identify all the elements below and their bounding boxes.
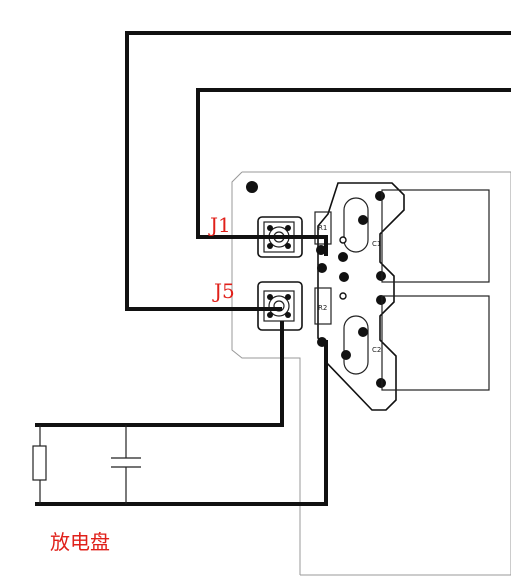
- discharge-resistor: [32, 425, 47, 504]
- svg-text:C2: C2: [372, 346, 381, 354]
- mounting-hole: [246, 181, 258, 193]
- label-discharge-plate: 放电盘: [50, 530, 110, 554]
- svg-text:R1: R1: [318, 224, 327, 232]
- load-wire-bottom: [35, 340, 328, 506]
- board-capacitor-top: C1: [372, 189, 490, 283]
- label-j5: J5: [212, 279, 235, 303]
- discharge-capacitor: [111, 425, 141, 504]
- board-capacitor-bottom: C2: [372, 295, 490, 391]
- load-wire-top: [35, 321, 284, 427]
- label-j1: J1: [208, 213, 231, 237]
- slot-pad-lower: [343, 315, 369, 375]
- slot-pad-upper: [343, 197, 369, 253]
- svg-text:R2: R2: [318, 304, 327, 312]
- inner-loop-wire: [196, 88, 511, 256]
- board-resistor-top: R1: [314, 211, 332, 245]
- svg-text:C1: C1: [372, 240, 381, 248]
- board-resistor-bottom: R2: [314, 287, 332, 325]
- outer-loop-wire: [125, 31, 511, 311]
- board-outline: [231, 171, 511, 576]
